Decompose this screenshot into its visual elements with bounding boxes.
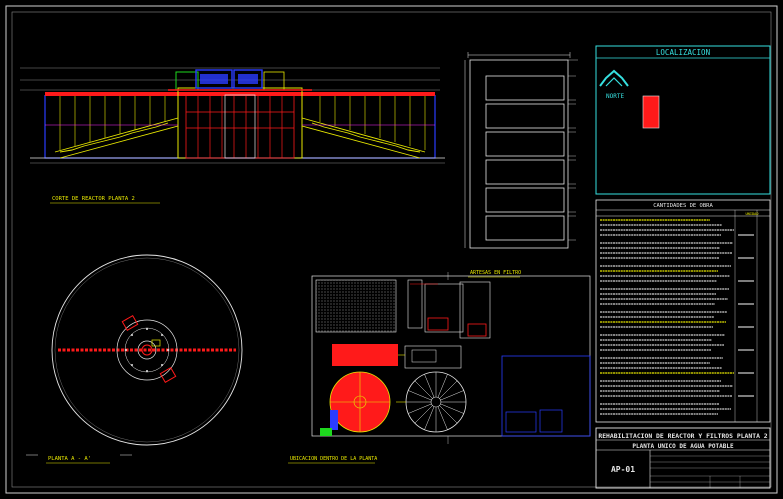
reactor-section-title: CORTE DE REACTOR PLANTA 2 [52,196,135,202]
quantities-table: CANTIDADES DE OBRA UNIDAD [595,199,771,423]
clarifier-spoke [437,406,448,430]
clarifier-spoke [414,380,433,399]
clarifier-spoke [439,380,458,399]
north-arrow-icon: NORTE [599,69,629,100]
site-location-marker [642,95,660,129]
clarifier-spoke [408,390,432,401]
filter-detail-title: ARTESAS EN FILTRO [470,270,521,276]
site-plan-title: UBICACION DENTRO DE LA PLANTA [290,456,377,462]
reactor-section-view: CORTE DE REACTOR PLANTA 2 [20,67,445,204]
clarifier-spoke [408,403,432,414]
clarifier-spoke [440,403,464,414]
sheet-border [5,5,778,494]
clarifier-spoke [437,374,448,398]
clarifier-spoke [414,405,433,424]
project-subtitle: PLANTA UNICO DE AGUA POTABLE [632,443,734,450]
clarifier-spoke [424,374,435,398]
location-panel: LOCALIZACION NORTE [595,45,771,195]
location-title: LOCALIZACION [656,48,710,57]
quantities-title: CANTIDADES DE OBRA [653,203,713,209]
north-label: NORTE [606,93,624,100]
clarifier-spoke [440,390,464,401]
sheet-number: AP-01 [611,465,635,474]
project-title: REHABILITACION DE REACTOR Y FILTROS PLAN… [598,432,767,440]
quantities-unit-header: UNIDAD [746,212,759,216]
reactor-plan-view: PLANTA A - A' [26,254,243,464]
filter-trough-view: ARTESAS EN FILTRO [464,52,578,278]
plan-title: PLANTA A - A' [48,456,91,462]
quantities-rows [600,219,754,415]
clarifier-spoke [439,405,458,424]
title-block: REHABILITACION DE REACTOR Y FILTROS PLAN… [595,427,771,489]
site-plan-view: UBICACION DENTRO DE LA PLANTA [288,272,591,464]
sheet-inner-border [11,11,772,488]
clarifier-spoke [424,406,435,430]
